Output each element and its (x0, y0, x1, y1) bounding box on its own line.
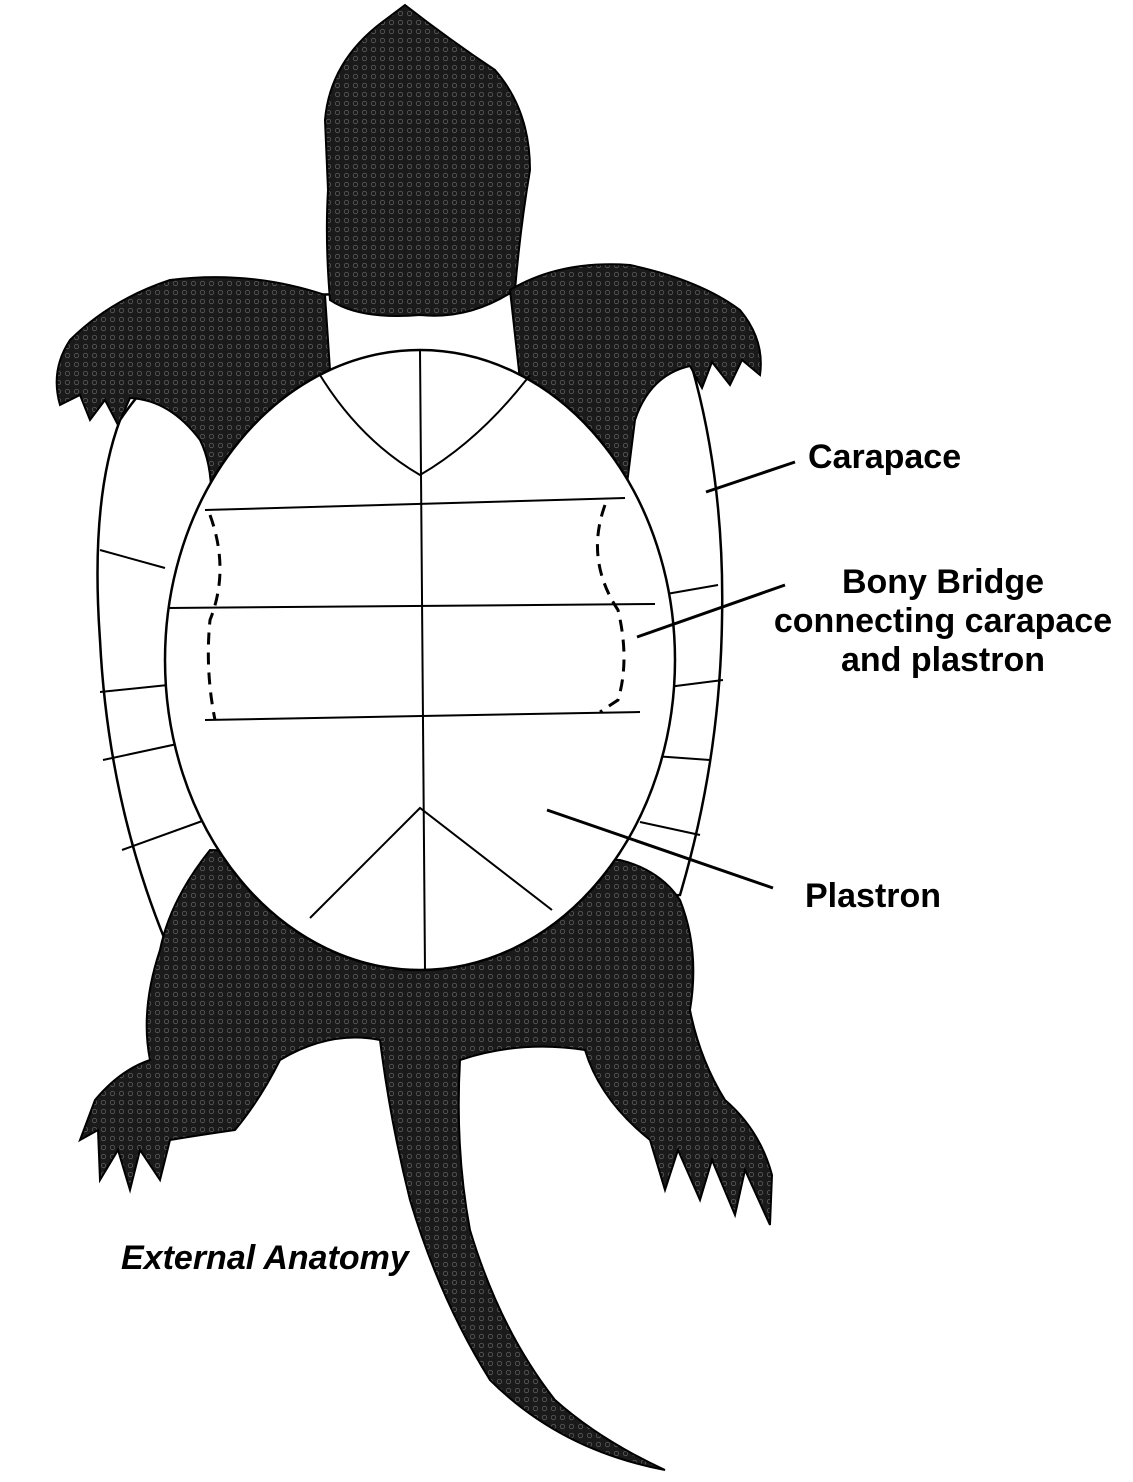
bony-bridge-label-line-3: and plastron (758, 641, 1128, 680)
head (325, 5, 530, 316)
figure-caption: External Anatomy (121, 1239, 409, 1278)
carapace-label: Carapace (808, 440, 961, 474)
bony-bridge-label-line-2: connecting carapace (758, 602, 1128, 641)
carapace-leader (706, 462, 795, 492)
plastron-label: Plastron (805, 879, 941, 913)
bony-bridge-label: Bony Bridge connecting carapace and plas… (758, 563, 1128, 680)
bony-bridge-label-line-1: Bony Bridge (758, 563, 1128, 602)
